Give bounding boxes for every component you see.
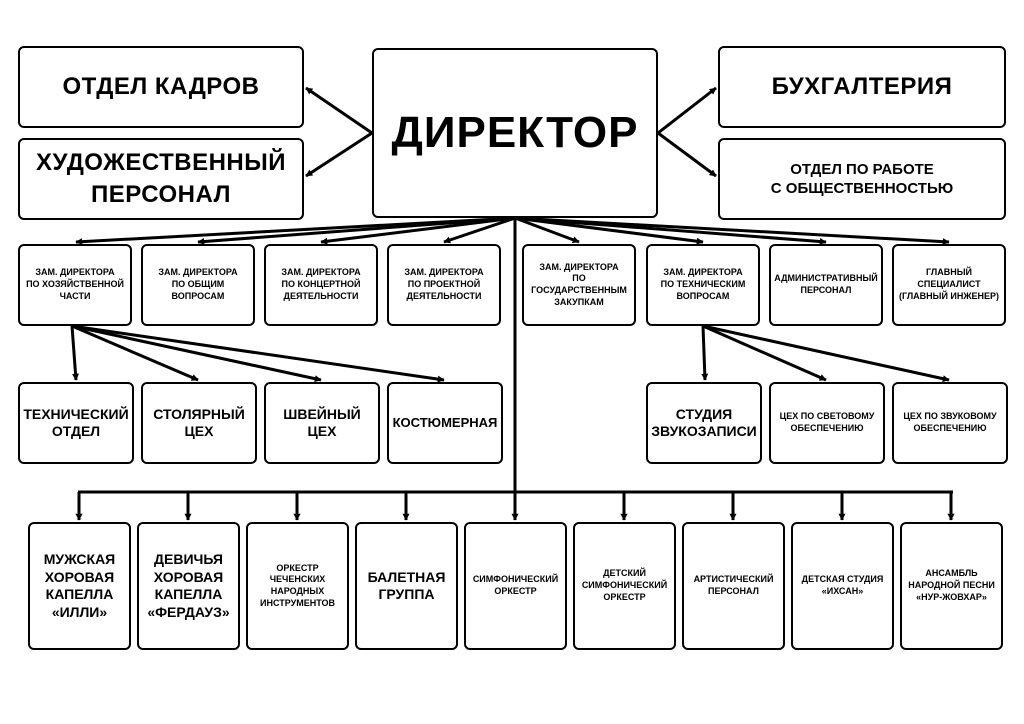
accounting-box: БУХГАЛТЕРИЯ <box>718 46 1006 128</box>
household-unit-box-4: КОСТЮМЕРНАЯ <box>387 382 503 464</box>
director-box-label: ДИРЕКТОР <box>391 108 639 157</box>
deputy-box-4-label: ЗАМ. ДИРЕКТОРА ПО ПРОЕКТНОЙ ДЕЯТЕЛЬНОСТИ <box>404 267 484 301</box>
deputy-box-1-label: ЗАМ. ДИРЕКТОРА ПО ХОЗЯЙСТВЕННОЙ ЧАСТИ <box>26 267 124 301</box>
household-unit-box-2-label: СТОЛЯРНЫЙ ЦЕХ <box>153 405 245 440</box>
ensemble-box-8-label: ДЕТСКАЯ СТУДИЯ «ИХСАН» <box>801 574 884 596</box>
ensemble-box-2-label: ДЕВИЧЬЯ ХОРОВАЯ КАПЕЛЛА «ФЕРДАУЗ» <box>147 551 230 620</box>
deputy-box-3-label: ЗАМ. ДИРЕКТОРА ПО КОНЦЕРТНОЙ ДЕЯТЕЛЬНОСТ… <box>281 267 361 301</box>
arrow-to-deputy-1 <box>75 216 516 246</box>
household-unit-box-3-label: ШВЕЙНЫЙ ЦЕХ <box>283 405 361 440</box>
deputy-box-2-label: ЗАМ. ДИРЕКТОРА ПО ОБЩИМ ВОПРОСАМ <box>158 267 238 301</box>
deputy-box-2: ЗАМ. ДИРЕКТОРА ПО ОБЩИМ ВОПРОСАМ <box>141 244 255 326</box>
deputy-box-3: ЗАМ. ДИРЕКТОРА ПО КОНЦЕРТНОЙ ДЕЯТЕЛЬНОСТ… <box>264 244 378 326</box>
arrow-to-household-unit-2 <box>71 324 199 382</box>
household-unit-box-1-label: ТЕХНИЧЕСКИЙ ОТДЕЛ <box>23 405 129 440</box>
arrow-to-accounting <box>657 86 717 135</box>
ensemble-box-6: ДЕТСКИЙ СИМФОНИЧЕСКИЙ ОРКЕСТР <box>573 522 676 650</box>
technical-unit-box-3-label: ЦЕХ ПО ЗВУКОВОМУ ОБЕСПЕЧЕНИЮ <box>903 411 997 433</box>
deputy-box-4: ЗАМ. ДИРЕКТОРА ПО ПРОЕКТНОЙ ДЕЯТЕЛЬНОСТИ <box>387 244 501 326</box>
ensemble-box-8: ДЕТСКАЯ СТУДИЯ «ИХСАН» <box>791 522 894 650</box>
household-unit-box-3: ШВЕЙНЫЙ ЦЕХ <box>264 382 380 464</box>
ensemble-box-3-label: ОРКЕСТР ЧЕЧЕНСКИХ НАРОДНЫХ ИНСТРУМЕНТОВ <box>260 562 335 608</box>
ensemble-box-1: МУЖСКАЯ ХОРОВАЯ КАПЕЛЛА «ИЛЛИ» <box>28 522 131 650</box>
technical-unit-box-1-label: СТУДИЯ ЗВУКОЗАПИСИ <box>651 405 757 440</box>
technical-unit-box-2: ЦЕХ ПО СВЕТОВОМУ ОБЕСПЕЧЕНИЮ <box>769 382 885 464</box>
arrow-to-deputy-4 <box>443 216 516 244</box>
household-unit-box-4-label: КОСТЮМЕРНАЯ <box>392 414 498 430</box>
household-unit-box-2: СТОЛЯРНЫЙ ЦЕХ <box>141 382 257 464</box>
technical-unit-box-2-label: ЦЕХ ПО СВЕТОВОМУ ОБЕСПЕЧЕНИЮ <box>779 411 875 433</box>
arrow-to-technical-unit-3 <box>702 324 950 383</box>
arrow-to-art-staff <box>305 131 373 178</box>
art-staff-box: ХУДОЖЕСТВЕННЫЙ ПЕРСОНАЛ <box>18 138 304 220</box>
director-box: ДИРЕКТОР <box>372 48 658 218</box>
deputy-box-7-label: АДМИНИСТРАТИВНЫЙ ПЕРСОНАЛ <box>774 273 878 295</box>
deputy-box-6-label: ЗАМ. ДИРЕКТОРА ПО ТЕХНИЧЕСКИМ ВОПРОСАМ <box>660 267 746 301</box>
arrow-to-household-unit-3 <box>71 324 322 383</box>
arrow-to-deputy-3 <box>320 216 516 245</box>
pr-department-box: ОТДЕЛ ПО РАБОТЕ С ОБЩЕСТВЕННОСТЬЮ <box>718 138 1006 220</box>
ensemble-box-9-label: АНСАМБЛЬ НАРОДНОЙ ПЕСНИ «НУР-ЖОВХАР» <box>908 568 995 602</box>
ensemble-box-1-label: МУЖСКАЯ ХОРОВАЯ КАПЕЛЛА «ИЛЛИ» <box>43 551 116 620</box>
art-staff-box-label: ХУДОЖЕСТВЕННЫЙ ПЕРСОНАЛ <box>35 148 286 208</box>
arrow-to-household-unit-1 <box>70 325 80 381</box>
arrow-to-technical-unit-2 <box>702 324 827 382</box>
pr-department-box-label: ОТДЕЛ ПО РАБОТЕ С ОБЩЕСТВЕННОСТЬЮ <box>770 160 954 198</box>
ensemble-box-6-label: ДЕТСКИЙ СИМФОНИЧЕСКИЙ ОРКЕСТР <box>581 568 668 602</box>
ensemble-box-4-label: БАЛЕТНАЯ ГРУППА <box>367 568 446 603</box>
deputy-box-7: АДМИНИСТРАТИВНЫЙ ПЕРСОНАЛ <box>769 244 883 326</box>
deputy-box-5-label: ЗАМ. ДИРЕКТОРА ПО ГОСУДАРСТВЕННЫМ ЗАКУПК… <box>531 261 627 307</box>
arrow-to-technical-unit-1 <box>701 325 709 381</box>
arrow-to-deputy-2 <box>197 216 516 246</box>
deputy-box-8: ГЛАВНЫЙ СПЕЦИАЛИСТ (ГЛАВНЫЙ ИНЖЕНЕР) <box>892 244 1006 326</box>
arrow-to-deputy-6 <box>514 216 704 245</box>
deputy-box-6: ЗАМ. ДИРЕКТОРА ПО ТЕХНИЧЕСКИМ ВОПРОСАМ <box>646 244 760 326</box>
deputy-box-5: ЗАМ. ДИРЕКТОРА ПО ГОСУДАРСТВЕННЫМ ЗАКУПК… <box>522 244 636 326</box>
arrow-to-household-unit-4 <box>71 324 445 383</box>
ensemble-box-4: БАЛЕТНАЯ ГРУППА <box>355 522 458 650</box>
hr-department-box: ОТДЕЛ КАДРОВ <box>18 46 304 128</box>
ensemble-box-7: АРТИСТИЧЕСКИЙ ПЕРСОНАЛ <box>682 522 785 650</box>
technical-unit-box-1: СТУДИЯ ЗВУКОЗАПИСИ <box>646 382 762 464</box>
ensemble-box-7-label: АРТИСТИЧЕСКИЙ ПЕРСОНАЛ <box>693 574 774 596</box>
hr-department-box-label: ОТДЕЛ КАДРОВ <box>62 72 260 100</box>
ensemble-box-5: СИМФОНИЧЕСКИЙ ОРКЕСТР <box>464 522 567 650</box>
arrow-to-hr <box>305 86 373 135</box>
deputy-box-8-label: ГЛАВНЫЙ СПЕЦИАЛИСТ (ГЛАВНЫЙ ИНЖЕНЕР) <box>898 267 1000 301</box>
arrow-to-pr <box>657 131 717 178</box>
deputy-box-1: ЗАМ. ДИРЕКТОРА ПО ХОЗЯЙСТВЕННОЙ ЧАСТИ <box>18 244 132 326</box>
ensemble-box-5-label: СИМФОНИЧЕСКИЙ ОРКЕСТР <box>472 574 559 596</box>
accounting-box-label: БУХГАЛТЕРИЯ <box>771 72 953 100</box>
ensemble-box-2: ДЕВИЧЬЯ ХОРОВАЯ КАПЕЛЛА «ФЕРДАУЗ» <box>137 522 240 650</box>
household-unit-box-1: ТЕХНИЧЕСКИЙ ОТДЕЛ <box>18 382 134 464</box>
ensemble-box-3: ОРКЕСТР ЧЕЧЕНСКИХ НАРОДНЫХ ИНСТРУМЕНТОВ <box>246 522 349 650</box>
arrow-to-deputy-8 <box>514 216 950 246</box>
arrow-to-deputy-5 <box>514 216 580 244</box>
technical-unit-box-3: ЦЕХ ПО ЗВУКОВОМУ ОБЕСПЕЧЕНИЮ <box>892 382 1008 464</box>
ensemble-box-9: АНСАМБЛЬ НАРОДНОЙ ПЕСНИ «НУР-ЖОВХАР» <box>900 522 1003 650</box>
